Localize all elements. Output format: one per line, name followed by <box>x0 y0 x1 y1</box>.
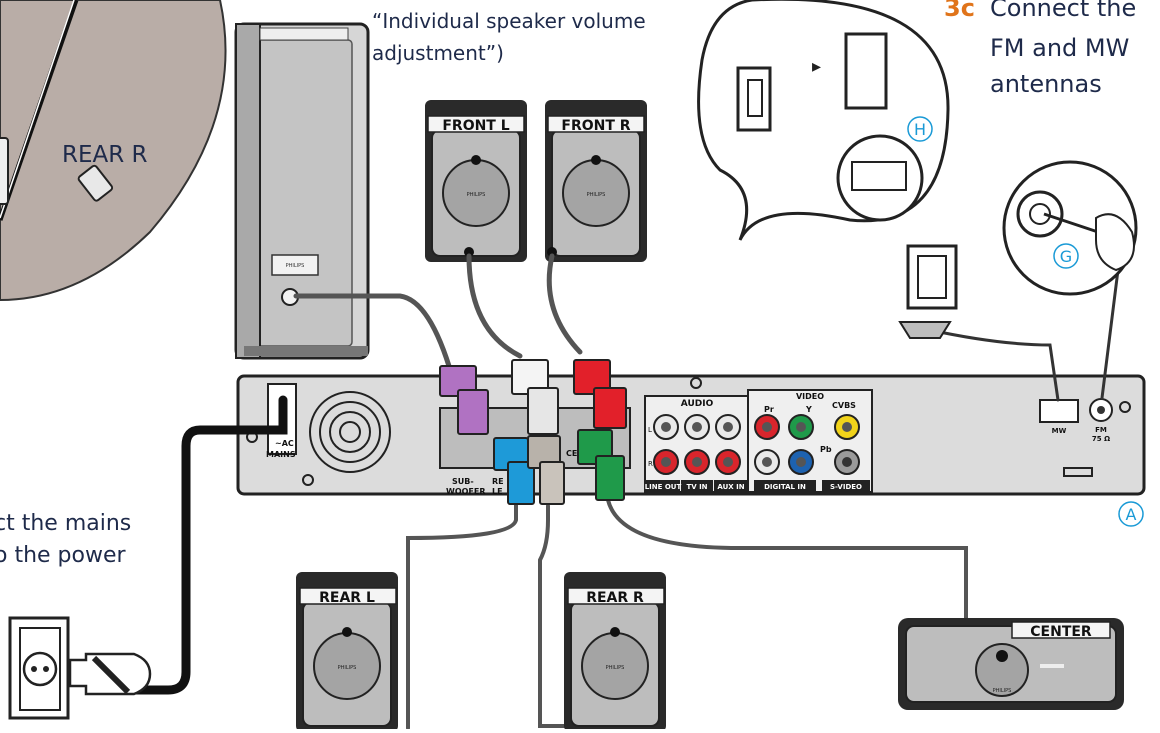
wall-socket-icon <box>8 616 70 720</box>
line-out-label: LINE OUT <box>645 483 682 491</box>
callout-g: G <box>1053 243 1079 269</box>
audio-r-label: R <box>648 460 653 468</box>
subwoofer-plug <box>439 365 489 435</box>
center-speaker: CENTER PHILIPS <box>898 618 1124 710</box>
subwoofer-port-label-2: WOOFER <box>446 487 486 496</box>
front-l-plug <box>511 359 559 435</box>
rear-r-top-label: REAR R <box>62 142 148 168</box>
callout-h: H <box>907 116 933 142</box>
mw-antenna-detail: ▸ <box>697 0 958 339</box>
front-l-brand-label: PHILIPS <box>467 192 486 198</box>
pr-label: Pr <box>764 405 774 414</box>
rear-l-port-label-1: RE <box>492 477 504 486</box>
front-r-label: FRONT R <box>561 118 630 134</box>
rear-r-mini-speaker-icon <box>77 164 114 202</box>
rear-l-mini-speaker-icon <box>0 137 9 205</box>
audio-l-label: L <box>648 426 652 434</box>
svg-text:G: G <box>1060 247 1072 266</box>
svg-text:▸: ▸ <box>812 56 821 77</box>
front-r-brand-label: PHILIPS <box>587 192 606 198</box>
receiver-back-panel: ~AC MAINS SUB- WOOFER RE LE CEN AUDIO L … <box>236 374 1146 496</box>
subwoofer: PHILIPS <box>234 22 370 360</box>
mw-terminal <box>1039 399 1079 423</box>
volume-caption-line2: adjustment”) <box>372 41 504 65</box>
mains-plug-icon <box>68 652 152 696</box>
svg-text:H: H <box>914 120 926 139</box>
digital-in-label: DIGITAL IN <box>764 483 806 491</box>
front-l-label: FRONT L <box>442 118 509 134</box>
pb-label: Pb <box>820 445 832 454</box>
subwoofer-brand-label: PHILIPS <box>286 263 305 269</box>
s-video-label: S-VIDEO <box>830 483 862 491</box>
rear-r-speaker: PHILIPS REAR R <box>564 572 666 732</box>
step-number: 3c <box>944 0 975 22</box>
speaker-cables <box>127 253 1120 730</box>
step-title-line1: Connect the <box>990 0 1136 22</box>
y-label: Y <box>805 405 812 414</box>
center-plug <box>577 429 625 501</box>
fan-grille <box>309 391 391 473</box>
rear-r-plug <box>527 435 565 505</box>
ac-mains-label-2: MAINS <box>266 450 296 459</box>
mains-caption-line2: o the power <box>0 543 127 568</box>
rear-r-brand-label: PHILIPS <box>606 665 625 671</box>
rear-l-label: REAR L <box>319 590 375 606</box>
front-r-plug <box>573 359 627 429</box>
placement-circle: REAR R <box>0 0 227 302</box>
volume-caption-line1: “Individual speaker volume <box>372 9 646 33</box>
rear-l-plug <box>493 437 535 505</box>
step-title-line3: antennas <box>990 70 1102 98</box>
rear-l-port-label-2: LE <box>492 487 503 496</box>
rear-l-speaker: PHILIPS REAR L <box>296 572 398 732</box>
center-port-label: CEN <box>566 449 584 458</box>
svg-text:A: A <box>1126 505 1137 524</box>
center-label: CENTER <box>1030 624 1092 640</box>
front-r-speaker: PHILIPS FRONT R <box>545 100 647 262</box>
ac-mains-label-1: ~AC <box>275 439 294 448</box>
video-section-label: VIDEO <box>796 392 824 401</box>
audio-jacks <box>653 414 741 475</box>
front-l-speaker: PHILIPS FRONT L <box>425 100 527 262</box>
fm-antenna-detail <box>1002 160 1138 296</box>
center-brand-label: PHILIPS <box>993 688 1012 694</box>
step-title-line2: FM and MW <box>990 34 1129 62</box>
tv-in-label: TV IN <box>686 483 707 491</box>
mains-caption-line1: ct the mains <box>0 511 131 536</box>
subwoofer-port-label-1: SUB- <box>452 477 474 486</box>
audio-section-label: AUDIO <box>681 399 714 409</box>
rear-l-brand-label: PHILIPS <box>338 665 357 671</box>
fm-label-2: 75 Ω <box>1092 435 1110 443</box>
fm-label-1: FM <box>1095 426 1107 434</box>
mw-label: MW <box>1052 427 1067 435</box>
aux-in-label: AUX IN <box>717 483 744 491</box>
cvbs-label: CVBS <box>832 401 856 410</box>
video-jacks <box>754 414 860 475</box>
rear-r-label: REAR R <box>586 590 644 606</box>
callout-a: A <box>1118 501 1144 527</box>
